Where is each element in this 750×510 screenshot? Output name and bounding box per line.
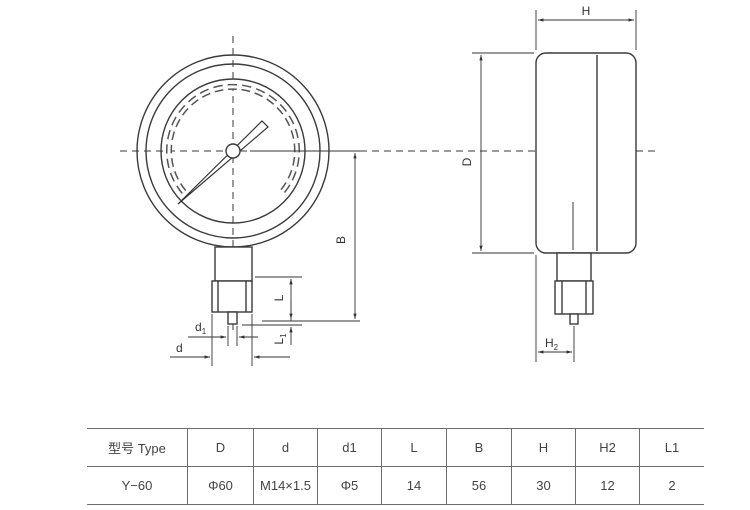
dim-label-D: D	[460, 157, 474, 166]
side-dimension-labels: H D H2	[460, 4, 590, 352]
dim-label-d1: d1	[195, 320, 207, 336]
side-dimensions	[472, 10, 637, 362]
cell-D: Φ60	[187, 466, 254, 505]
cell-type: Y−60	[121, 478, 153, 493]
side-thread-end	[569, 313, 579, 325]
cell-d1: Φ5	[317, 466, 382, 505]
header-type: 型号 Type	[87, 428, 188, 467]
cell-L1: 2	[639, 466, 704, 505]
dim-label-d: d	[176, 341, 183, 355]
header-L: L	[381, 428, 447, 467]
cell-H2: 12	[575, 466, 640, 505]
cell-H: 30	[511, 466, 576, 505]
cell-L: 14	[381, 466, 447, 505]
side-stem-neck	[556, 252, 592, 282]
dim-label-l: L	[272, 294, 286, 301]
needle-pivot	[225, 143, 241, 159]
table-row: Y−60 Φ60 M14×1.5 Φ5 14 56 30 12 2	[87, 466, 704, 505]
header-B: B	[446, 428, 512, 467]
thread-end	[227, 311, 238, 325]
spec-table-header-row: 型号 Type D d d1 L B H H2 L1	[87, 428, 704, 467]
cell-d: M14×1.5	[253, 466, 318, 505]
side-view	[535, 52, 637, 325]
spec-table: 型号 Type D d d1 L B H H2 L1 Y−60 Φ60 M14×…	[87, 428, 704, 505]
front-dimensions	[170, 150, 360, 366]
header-d: d	[253, 428, 318, 467]
side-hex-fitting	[554, 280, 594, 315]
header-H2: H2	[575, 428, 640, 467]
header-D: D	[187, 428, 254, 467]
dim-label-h2: H2	[545, 336, 559, 352]
dim-label-b: B	[334, 236, 348, 244]
header-H: H	[511, 428, 576, 467]
header-d1: d1	[317, 428, 382, 467]
dim-label-h: H	[582, 4, 591, 18]
gauge-needle	[177, 120, 269, 205]
stem-neck	[214, 246, 253, 282]
header-L1: L1	[639, 428, 704, 467]
dim-label-l1: L1	[272, 333, 288, 345]
technical-drawing: B L L1 d1 d H D H2	[120, 4, 660, 366]
cell-B: 56	[446, 466, 512, 505]
front-dimension-labels: B L L1 d1 d	[176, 236, 348, 355]
case-body	[535, 52, 637, 254]
